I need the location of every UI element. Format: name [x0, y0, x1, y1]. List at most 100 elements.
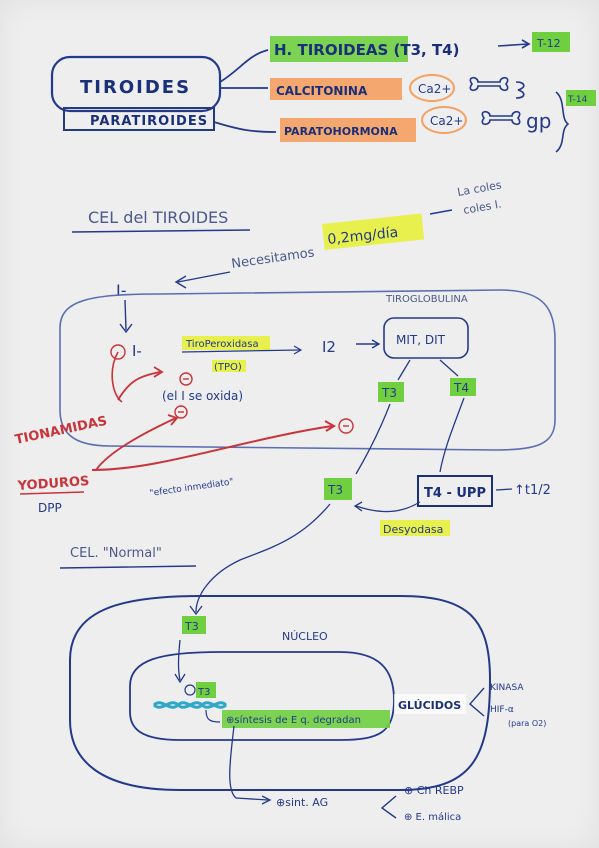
inhibit-icon-3: [338, 418, 354, 434]
thyroid-cell-membrane: [59, 289, 556, 451]
cel-tiroides-title: CEL del TIROIDES: [88, 208, 228, 227]
arrow-sint-ag: [229, 725, 269, 801]
chrebp-label: ⊕ Ch REBP: [404, 784, 464, 797]
pointer-icon: [515, 81, 525, 99]
gp-label: gp: [526, 109, 551, 133]
inhibit-icon-1: [179, 372, 193, 386]
arrow-head: [167, 414, 179, 426]
la-coles-label: La coles: [456, 178, 503, 199]
red-arrow-oxidation: [95, 417, 177, 471]
t3-enter-label: T3: [184, 620, 199, 633]
title-underline: [59, 565, 197, 569]
glucidos-label: GLÚCIDOS: [398, 699, 461, 712]
paratohormona-label: PARATOHORMONA: [284, 125, 398, 138]
branch-hormonas: [219, 49, 269, 83]
arrow-head: [174, 673, 186, 684]
arrow-head: [521, 39, 531, 49]
kinasa-label: KINASA: [490, 683, 524, 693]
la-coles-line2: coles I.: [462, 197, 502, 217]
ca-label-1: Ca2+: [418, 82, 451, 96]
arrow-synthesis: [205, 709, 221, 723]
plus-icon: [184, 684, 196, 696]
t4-upp-label: T4 - UPP: [424, 486, 486, 501]
arrow-head: [153, 366, 164, 378]
highlight-orange-calcitonina: [270, 78, 402, 100]
target-cell-section: CEL. "Normal" T3 NÚCLEO T3 ⊕síntesis de …: [59, 503, 546, 823]
hif-label: HIF-α: [490, 705, 514, 715]
nucleo-label: NÚCLEO: [282, 630, 328, 643]
arrow-iodide-in: [124, 299, 127, 331]
desyodasa-label: Desyodasa: [383, 523, 443, 536]
tiroides-label: TIROIDES: [80, 77, 191, 98]
ca-circle-2: [421, 106, 467, 134]
arrow-necesitamos: [177, 271, 231, 283]
highlight-yellow-tpo: [182, 336, 270, 350]
paratiroides-label: PARATIROIDES: [90, 114, 208, 129]
t4-label: T4: [453, 381, 469, 395]
dna-strand-2: [152, 701, 228, 709]
t4-upp-box: [417, 475, 493, 507]
highlight-green-synthesis: [222, 710, 390, 728]
t3-badge: [378, 382, 404, 402]
red-arrow-transporter: [111, 351, 123, 403]
emalic-label: ⊕ E. málica: [404, 811, 461, 823]
yoduros-underline: [19, 491, 85, 495]
glands-section: TIROIDES PARATIROIDES H. TIROIDEAS (T3, …: [50, 32, 596, 153]
t3-label: T3: [381, 386, 397, 400]
h-tiroideas-label: H. TIROIDEAS (T3, T4): [274, 41, 459, 59]
highlight-yellow-tpo-abbr: [212, 360, 246, 372]
arrow-half-life: [495, 488, 513, 491]
dose-label: 0,2mg/día: [327, 225, 399, 248]
ca-label-2: Ca2+: [430, 114, 463, 128]
t3-nuc-badge: [196, 682, 216, 698]
bracket: [469, 687, 485, 717]
transporter-circle: [110, 344, 126, 360]
arrow-t3-out: [355, 403, 391, 475]
title-underline: [71, 229, 251, 233]
tpo-label: TiroPeroxidasa: [185, 339, 259, 350]
t3-out-label: T3: [327, 483, 343, 497]
arrow-head: [324, 420, 336, 432]
cel-normal-title: CEL. "Normal": [70, 546, 162, 561]
iodide-outside: I-: [116, 281, 127, 300]
tpo-abbr-label: (TPO): [214, 362, 242, 373]
dpp-label: DPP: [38, 501, 62, 515]
inhibit-icon-2: [174, 405, 188, 419]
t12-label: T-12: [536, 37, 561, 50]
t14-label: T-14: [567, 95, 588, 105]
brace-icon: [555, 91, 570, 153]
t3-enter-badge: [182, 616, 206, 634]
calcitonina-label: CALCITONINA: [276, 84, 368, 98]
dash: [429, 209, 453, 215]
arrow-desyodasa: [355, 501, 421, 513]
highlight-green-htiroideas: [270, 36, 408, 62]
sintesis-label: ⊕síntesis de E q. degradan: [226, 714, 361, 726]
half-life-label: ↑t1/2: [514, 483, 551, 498]
arrow-to-t4: [439, 359, 459, 377]
oxidation-label: (el I se oxida): [162, 389, 243, 403]
efecto-label: "efecto inmediato": [149, 477, 234, 499]
highlight-yellow-dose: [322, 213, 425, 250]
bracket: [380, 795, 397, 819]
nucleus-membrane: [129, 651, 395, 741]
necesitamos-label: Necesitamos: [230, 245, 315, 272]
highlight-yellow-desyodasa: [380, 520, 450, 536]
arrow-head: [293, 345, 303, 355]
t14-badge: [566, 90, 596, 106]
red-arrow-release: [91, 425, 333, 471]
arrow-head: [189, 605, 203, 616]
tiroglobulina-label: TIROGLOBULINA: [385, 294, 468, 305]
thyroid-cell-section: CEL del TIROIDES I- Necesitamos 0,2mg/dí…: [14, 178, 556, 536]
ca-circle-1: [409, 74, 455, 102]
paratiroides-box: [63, 107, 215, 131]
arrow-head: [261, 795, 272, 805]
arrow-head: [353, 501, 363, 512]
para-o2-label: (para O2): [508, 719, 546, 728]
arrow-t3-to-cell: [195, 503, 331, 613]
arrow-t4-out: [439, 397, 465, 473]
t3-nuc-label: T3: [197, 687, 210, 698]
arrow-head: [371, 339, 381, 349]
highlight-orange-paratohormona: [280, 118, 416, 142]
